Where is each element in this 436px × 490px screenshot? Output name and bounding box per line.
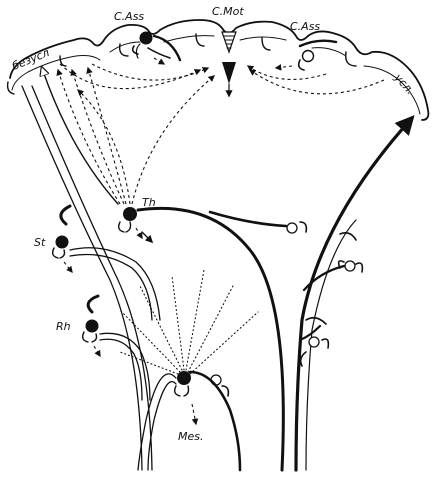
mes-bold-down (188, 370, 242, 472)
reticular-dotted-1 (119, 309, 181, 373)
cortex-outline (9, 19, 430, 121)
reticular-dotted-5 (187, 283, 235, 373)
thalamus-out-arrow-1 (135, 227, 143, 240)
striatum-out-arrow (63, 261, 73, 274)
rh-neuron (85, 319, 99, 333)
thalamo-cortical-dashed-2 (131, 75, 216, 205)
label-c-ass-left: C.Ass (114, 10, 144, 23)
cortex-inner-line (11, 35, 421, 115)
reticular-dotted-6 (189, 311, 259, 375)
mes-double-up-1 (137, 373, 177, 471)
thalamus-out-arrow-2 (141, 231, 154, 244)
cortex-neuron-left-dendrite (152, 34, 182, 62)
rh-out-arrow (93, 345, 101, 358)
reticular-dotted-2 (139, 285, 183, 371)
reticular-dotted-7 (119, 351, 179, 375)
conditioned-neuron-1-syn (355, 262, 364, 273)
unconditioned-projection-2 (56, 68, 121, 205)
assoc-arc-left-1 (59, 63, 202, 90)
reticular-dotted-4 (185, 269, 205, 371)
left-trunk-outer (21, 85, 143, 471)
rh-double-branch-2 (99, 338, 143, 401)
unconditioned-projection-1 (42, 68, 119, 205)
rh-bold-dendrite (86, 294, 100, 314)
striatum-double-branch-1 (69, 247, 161, 321)
reticular-dotted-3 (171, 275, 185, 371)
conditioned-pathway (294, 115, 415, 472)
cortex-neuron-right-dendrite (298, 39, 338, 48)
mes-synapse (173, 385, 190, 397)
conditioned-branch-1 (302, 264, 346, 292)
thalamus-bold-branch (208, 210, 288, 228)
cortex-gyrus-left (6, 33, 357, 95)
rh-synapse (81, 331, 98, 343)
striatum-bold-dendrite (59, 204, 72, 226)
striatum-neuron (55, 235, 69, 249)
thalamus-neuron (123, 207, 137, 221)
cortex-neuron-right-open (301, 49, 315, 63)
mes-open-synapse (221, 385, 230, 397)
mes-double-up-2 (147, 381, 177, 471)
label-c-ass-right: C.Ass (290, 20, 320, 33)
assoc-arc-right-1 (248, 69, 385, 95)
left-trunk-inner (31, 85, 153, 471)
striatum-double-branch-2 (69, 253, 153, 321)
cortex-neuron-left-filled (139, 31, 153, 45)
thalamus-open-synapse (299, 221, 308, 233)
rh-double-branch-1 (99, 332, 151, 401)
thalamo-cortical-dashed-1 (77, 89, 131, 205)
label-mes: Mes. (178, 430, 204, 443)
assoc-arc-left-2 (91, 63, 210, 81)
label-st: St (34, 236, 46, 249)
label-rh: Rh (56, 320, 71, 333)
cortex-neuron-left-arrow (153, 57, 166, 65)
label-c-mot: C.Mot (212, 5, 244, 18)
cortex-neuron-left-syn (131, 45, 171, 59)
mes-neuron (177, 371, 191, 385)
conditioned-neuron-2-syn (305, 316, 330, 349)
conditioned-thin-parallel (305, 219, 357, 471)
thalamus-synapse (117, 221, 132, 233)
conditioned-neuron-2 (308, 336, 320, 348)
motor-output-upper-hatch (223, 35, 235, 49)
conditioned-neuron-1 (344, 260, 356, 272)
assoc-arc-right-2 (246, 65, 327, 80)
cortex-neuron-right-arrow (274, 64, 293, 71)
mes-out-arrow (191, 403, 199, 426)
conditioned-branch-2 (298, 324, 322, 342)
striatum-synapse (51, 247, 66, 259)
cortex-neuron-left-axon (135, 43, 141, 59)
unconditioned-projection-3 (70, 68, 125, 205)
thalamus-bold-arc (136, 206, 285, 472)
cortex-neuron-right-syn (297, 59, 305, 71)
motor-output-upper (221, 31, 237, 54)
label-unconditioned: безусл (10, 46, 51, 73)
motor-output-lower (222, 62, 236, 84)
unconditioned-projection-4 (86, 66, 127, 205)
thalamus-open-neuron (286, 222, 298, 234)
label-th: Th (142, 196, 156, 209)
conditioned-synapse-2 (299, 351, 307, 367)
